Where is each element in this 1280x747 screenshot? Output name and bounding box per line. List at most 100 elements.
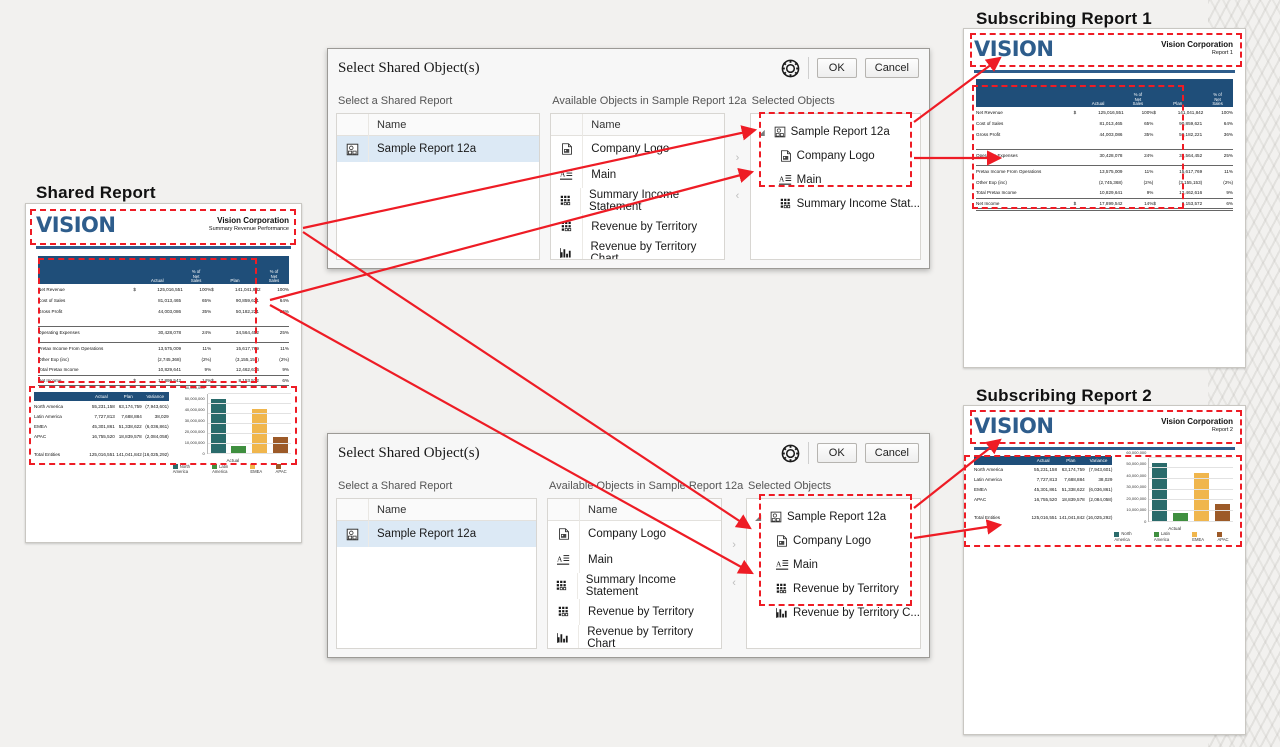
legend-label: APAC <box>1217 536 1229 542</box>
income-row-pct-actual: 100% <box>199 286 212 292</box>
cancel-button[interactable]: Cancel <box>864 58 919 78</box>
territory-variance: (16,025,292) <box>1086 515 1113 520</box>
chevron-left-icon[interactable]: ‹ <box>735 189 740 202</box>
grid-object-icon <box>771 583 793 595</box>
income-row-label: Net Revenue <box>38 286 65 292</box>
tree-expand-icon[interactable]: ◢ <box>758 127 765 137</box>
right-column-header: Selected Objects <box>751 95 835 107</box>
territory-spacer <box>34 441 169 449</box>
chart-gridline <box>207 403 291 404</box>
selected-tree-item[interactable]: Summary Income Stat... <box>755 192 920 216</box>
income-row-pct-actual: 14% <box>181 375 212 388</box>
legend-swatch <box>1114 531 1120 537</box>
legend-swatch <box>212 464 218 469</box>
settings-icon[interactable] <box>781 444 800 463</box>
selected-tree-item[interactable]: Revenue by Territory <box>751 577 920 601</box>
selected-tree-item-label: Revenue by Territory C... <box>793 607 920 619</box>
chevron-right-icon[interactable]: › <box>735 151 740 164</box>
dialog-1-body: Select a Shared Report Name <box>328 93 929 268</box>
ok-button[interactable]: OK <box>816 58 857 78</box>
income-row-currency-actual: $ <box>133 286 136 292</box>
chart-y-tick-label: 20,000,000 <box>1126 495 1147 501</box>
territory-variance: (6,036,861) <box>145 423 169 429</box>
available-object-label: Main <box>591 169 617 181</box>
territory-actual: 16,755,520 <box>91 433 115 439</box>
territory-actual: 45,301,861 <box>1034 487 1058 492</box>
shared-report-row[interactable]: Sample Report 12a <box>337 521 537 547</box>
selected-tree-root[interactable]: ◢ Sample Report 12a <box>751 505 920 529</box>
selected-tree-item[interactable]: Company Logo <box>755 144 920 168</box>
chart-legend-item: Latin America <box>1153 531 1185 542</box>
income-row-currency-plan <box>211 295 235 306</box>
subscribing-report-2-card: VISION Vision Corporation Report 2 Actua… <box>963 405 1246 735</box>
territory-plan: 141,041,842 <box>116 451 142 457</box>
income-row-label: Gross Profit <box>38 308 63 314</box>
income-row-currency-plan: $ <box>1153 198 1178 211</box>
chart-legend-item: North America <box>172 464 205 474</box>
available-object-row[interactable]: Summary Income Statement <box>551 188 724 214</box>
select-shared-objects-dialog-2[interactable]: Select Shared Object(s) OK <box>327 433 930 658</box>
cancel-button[interactable]: Cancel <box>864 443 919 463</box>
legend-label: APAC <box>275 469 287 474</box>
chart-gridline <box>1149 467 1233 469</box>
territory-plan: 7,688,884 <box>1064 477 1085 482</box>
available-object-row[interactable]: Revenue by Territory Chart <box>548 625 721 648</box>
territory-plan: 18,839,578 <box>118 433 142 439</box>
chart-y-tick-label: 50,000,000 <box>1126 461 1147 467</box>
icon-column-header <box>337 499 369 521</box>
terr-col-label <box>974 455 1030 465</box>
select-shared-objects-dialog-1[interactable]: Select Shared Object(s) OK <box>327 48 930 269</box>
corp-name: Vision Corporation <box>1161 417 1233 426</box>
shared-report-list-panel[interactable]: Name Sample Report 12a <box>336 113 541 260</box>
income-row-currency-plan <box>1153 165 1178 177</box>
name-column-header: Name <box>588 503 618 516</box>
selected-tree-item[interactable]: Revenue by Territory C... <box>751 601 920 625</box>
selected-tree-root[interactable]: ◢Sample Report 12a <box>755 120 920 144</box>
income-row-plan: 15,617,769 <box>235 342 259 354</box>
chevron-right-icon[interactable]: › <box>732 538 736 551</box>
shared-report-row[interactable]: Sample Report 12a <box>337 136 540 162</box>
available-object-row[interactable]: Revenue by Territory <box>548 599 721 625</box>
income-row-pct-plan: 64% <box>1223 120 1233 126</box>
tree-expand-icon[interactable]: ◢ <box>754 512 762 522</box>
available-object-row[interactable]: Summary Income Statement <box>548 573 721 599</box>
selected-tree-root-label: Sample Report 12a <box>787 511 887 523</box>
available-object-row[interactable]: Revenue by Territory <box>551 214 724 240</box>
chart-gridline <box>207 423 291 424</box>
ok-button[interactable]: OK <box>816 443 857 463</box>
chart-y-tick-label: 50,000,000 <box>184 396 205 402</box>
settings-icon[interactable] <box>781 59 800 78</box>
selected-tree-item[interactable]: Company Logo <box>751 529 920 553</box>
chart-bar-north-america <box>210 398 226 454</box>
subscribing-report-1-card: VISION Vision Corporation Report 1 Actua… <box>963 28 1246 368</box>
chevron-left-icon[interactable]: ‹ <box>732 576 736 589</box>
available-object-row[interactable]: Company Logo <box>551 136 724 162</box>
territory-label: Total Entities <box>34 451 61 457</box>
available-object-row[interactable]: Revenue by Territory Chart <box>551 240 724 259</box>
shared-report-list-panel-2[interactable]: Name Sample Report 12a <box>336 498 538 649</box>
available-object-row[interactable]: Company Logo <box>548 521 721 547</box>
income-row-pct-actual: 65% <box>201 297 212 303</box>
income-row-pct-actual: 65% <box>1144 120 1154 126</box>
